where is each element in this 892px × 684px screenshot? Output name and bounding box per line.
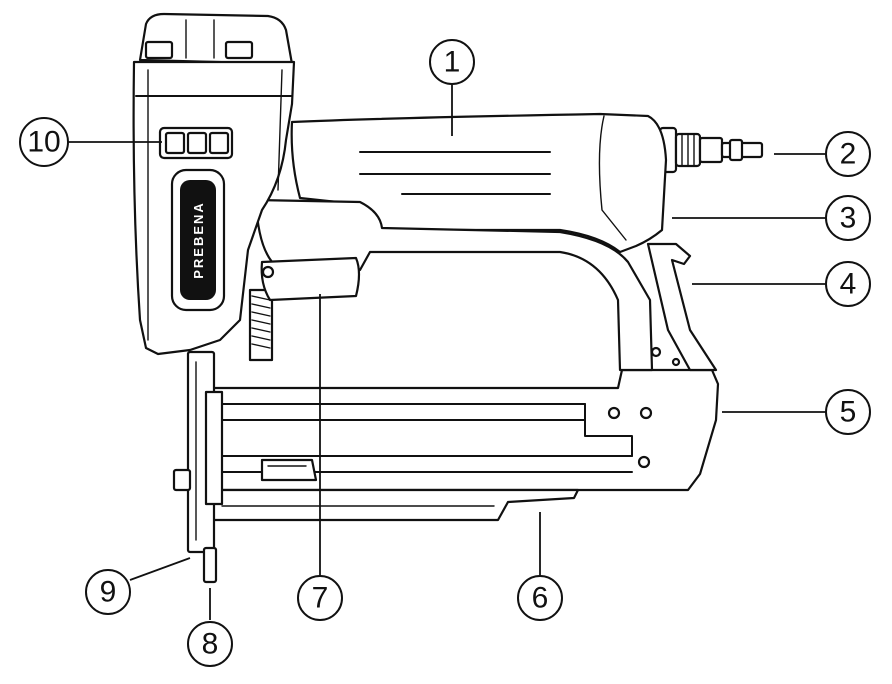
callout-7: 7 xyxy=(297,575,343,621)
callout-4: 4 xyxy=(825,261,871,307)
callout-10-label: 10 xyxy=(27,126,60,159)
callout-4-label: 4 xyxy=(840,268,857,301)
callout-3: 3 xyxy=(825,195,871,241)
magazine xyxy=(210,368,720,492)
callout-2: 2 xyxy=(825,131,871,177)
magazine-rail xyxy=(210,488,580,522)
callout-3-label: 3 xyxy=(840,202,857,235)
callout-9: 9 xyxy=(85,569,131,615)
callout-5-label: 5 xyxy=(840,396,857,429)
callout-10: 10 xyxy=(19,117,69,167)
callout-6-label: 6 xyxy=(532,582,549,615)
spring xyxy=(248,288,274,362)
callout-1-label: 1 xyxy=(444,46,461,79)
air-connector xyxy=(658,126,764,174)
callout-5: 5 xyxy=(825,389,871,435)
leader-lines xyxy=(68,84,826,620)
belt-hook xyxy=(646,242,718,372)
callout-2-label: 2 xyxy=(840,138,857,171)
callout-7-label: 7 xyxy=(312,582,329,615)
head-cap xyxy=(138,12,294,66)
callout-8-label: 8 xyxy=(202,628,219,661)
nose-assembly xyxy=(172,350,224,584)
callout-9-label: 9 xyxy=(100,576,117,609)
callout-8: 8 xyxy=(187,621,233,667)
callout-1: 1 xyxy=(429,39,475,85)
trigger xyxy=(260,256,361,302)
callout-6: 6 xyxy=(517,575,563,621)
brand-label: PREBENA xyxy=(191,201,206,279)
cylinder-head: PREBENA xyxy=(132,60,296,356)
